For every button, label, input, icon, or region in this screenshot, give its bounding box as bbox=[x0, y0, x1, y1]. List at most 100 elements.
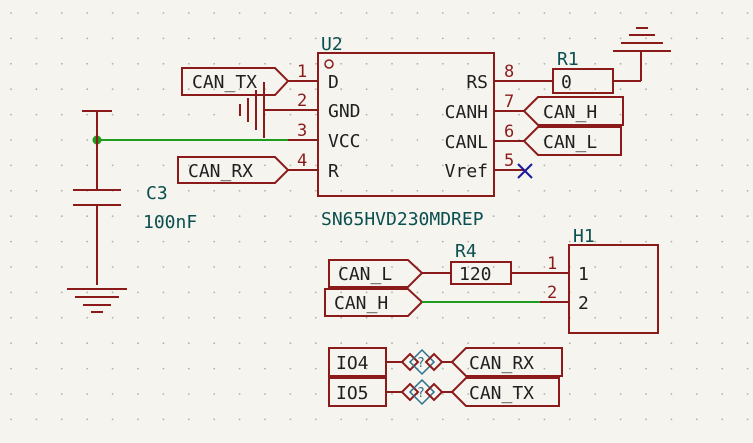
grid-dot bbox=[289, 113, 292, 116]
label-can-l-u2[interactable]: CAN_L bbox=[522, 126, 622, 156]
grid-dot bbox=[518, 291, 520, 294]
grid-dot bbox=[60, 62, 63, 65]
grid-dot bbox=[721, 164, 724, 167]
grid-dot bbox=[594, 291, 597, 294]
grid-dot bbox=[340, 266, 343, 268]
grid-dot bbox=[340, 291, 343, 294]
grid-dot bbox=[568, 189, 571, 192]
r1-resistor[interactable]: R1 0 bbox=[524, 49, 641, 94]
grid-dot bbox=[264, 418, 266, 421]
u2-pin7-number: 7 bbox=[504, 92, 514, 112]
grid-dot bbox=[619, 291, 622, 294]
grid-dot bbox=[10, 316, 12, 319]
grid-dot bbox=[645, 240, 647, 243]
grid-dot bbox=[340, 88, 343, 91]
h1-connector[interactable]: H1 1 2 bbox=[568, 226, 659, 334]
grid-dot bbox=[365, 113, 368, 116]
grid-dot bbox=[391, 291, 393, 294]
grid-dot bbox=[543, 291, 546, 294]
grid-dot bbox=[289, 367, 292, 370]
grid-dot bbox=[721, 291, 724, 294]
grid-dot bbox=[492, 393, 495, 395]
label-can-h-u2[interactable]: CAN_H bbox=[522, 96, 624, 126]
grid-dot bbox=[441, 37, 444, 40]
grid-dot bbox=[619, 418, 622, 421]
grid-dot bbox=[10, 189, 12, 192]
label-can-tx-u2[interactable]: CAN_TX bbox=[181, 67, 290, 96]
grid-dot bbox=[35, 316, 38, 319]
grid-dot bbox=[568, 418, 571, 421]
grid-dot bbox=[645, 342, 647, 345]
unknown-io5-mark: ? bbox=[417, 386, 425, 401]
r4-resistor[interactable]: R4 120 bbox=[450, 241, 512, 285]
grid-dot bbox=[721, 367, 724, 370]
label-can-tx-io-text: CAN_TX bbox=[469, 383, 534, 404]
grid-dot bbox=[10, 240, 12, 243]
grid-dot bbox=[746, 291, 749, 294]
grid-dot bbox=[213, 37, 216, 40]
grid-dot bbox=[238, 418, 241, 421]
label-can-rx-io-text: CAN_RX bbox=[469, 353, 534, 374]
h1-pin1-name: 1 bbox=[578, 264, 589, 285]
grid-dot bbox=[619, 393, 622, 395]
grid-dot bbox=[238, 215, 241, 218]
unknown-io4-left-diamond bbox=[400, 352, 420, 372]
grid-dot bbox=[441, 418, 444, 421]
label-can-l-r4[interactable]: CAN_L bbox=[328, 259, 424, 288]
grid-dot bbox=[289, 240, 292, 243]
c3-reference: C3 bbox=[146, 183, 168, 204]
grid-dot bbox=[746, 418, 749, 421]
grid-dot bbox=[340, 139, 343, 141]
grid-dot bbox=[416, 316, 419, 319]
grid-dot bbox=[162, 62, 165, 65]
grid-dot bbox=[695, 367, 698, 370]
grid-dot bbox=[518, 88, 520, 91]
u2-pin-name-vref: Vref bbox=[445, 161, 488, 182]
grid-dot bbox=[289, 189, 292, 192]
grid-dot bbox=[238, 62, 241, 65]
grid-dot bbox=[264, 37, 266, 40]
grid-dot bbox=[213, 88, 216, 91]
grid-dot bbox=[162, 367, 165, 370]
grid-dot bbox=[365, 266, 368, 268]
grid-dot bbox=[721, 62, 724, 65]
grid-dot bbox=[746, 139, 749, 141]
unknown-io4-center-diamond bbox=[408, 348, 436, 376]
c3-capacitor[interactable] bbox=[67, 110, 127, 313]
label-can-tx-io[interactable]: CAN_TX bbox=[450, 377, 560, 407]
grid-dot bbox=[137, 316, 139, 319]
c3-value: 100nF bbox=[143, 212, 197, 233]
grid-dot bbox=[35, 367, 38, 370]
grid-dot bbox=[137, 189, 139, 192]
grid-dot bbox=[60, 393, 63, 395]
grid-dot bbox=[391, 88, 393, 91]
grid-dot bbox=[60, 113, 63, 116]
grid-dot bbox=[60, 240, 63, 243]
grid-dot bbox=[86, 266, 89, 268]
grid-dot bbox=[213, 113, 216, 116]
label-can-h-h1-outline bbox=[324, 288, 424, 317]
grid-dot bbox=[492, 12, 495, 14]
grid-dot bbox=[60, 12, 63, 14]
grid-dot bbox=[441, 266, 444, 268]
grid-dot bbox=[416, 215, 419, 218]
grid-dot bbox=[416, 88, 419, 91]
grid-dot bbox=[391, 62, 393, 65]
label-can-h-h1[interactable]: CAN_H bbox=[324, 288, 424, 317]
u2-pin3-number: 3 bbox=[297, 121, 307, 141]
label-can-rx-io[interactable]: CAN_RX bbox=[450, 347, 563, 377]
grid-dot bbox=[187, 316, 190, 319]
grid-dot bbox=[543, 393, 546, 395]
grid-dot bbox=[391, 316, 393, 319]
u2-pin-name-gnd: GND bbox=[328, 101, 361, 122]
grid-dot bbox=[441, 367, 444, 370]
grid-dot bbox=[340, 113, 343, 116]
grid-dot bbox=[391, 139, 393, 141]
grid-dot bbox=[365, 215, 368, 218]
u2-transceiver[interactable]: 1 2 3 4 D GND VCC R 8 7 6 5 RS CANH CANL… bbox=[288, 34, 524, 230]
grid-dot bbox=[213, 62, 216, 65]
grid-dot bbox=[289, 164, 292, 167]
grid-dot bbox=[391, 240, 393, 243]
grid-dot bbox=[467, 62, 470, 65]
label-can-rx-u2[interactable]: CAN_RX bbox=[177, 156, 290, 184]
